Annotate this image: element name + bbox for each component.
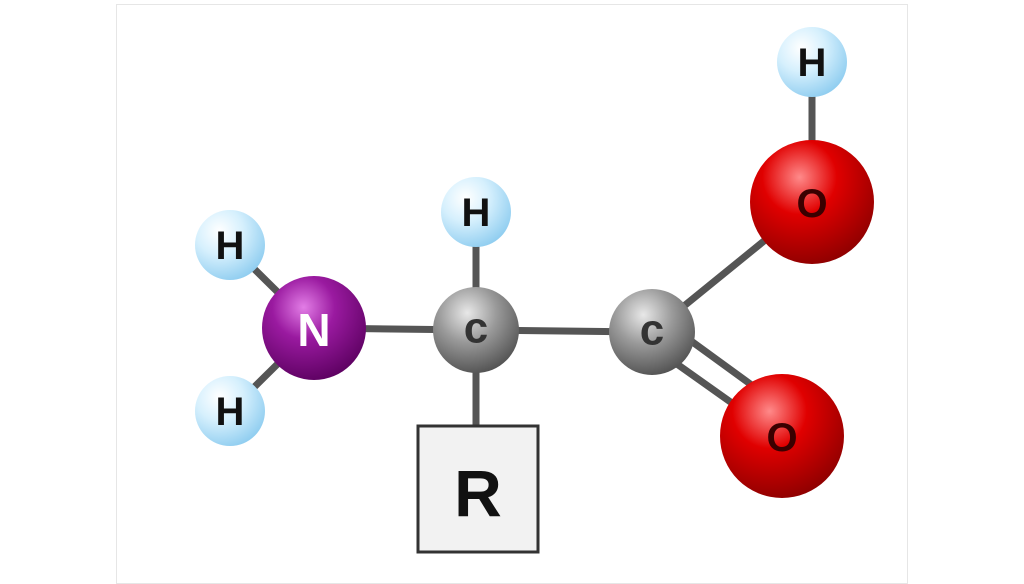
oxygen-hydroxyl-atom: O xyxy=(750,140,874,264)
carboxyl-carbon-atom: c xyxy=(609,289,695,375)
hydrogen-amine-top: H xyxy=(195,210,265,280)
oxygen-hydroxyl-label: O xyxy=(796,182,827,226)
hydrogen-amine-bottom: H xyxy=(195,376,265,446)
h-hydroxyl-label: H xyxy=(798,41,827,85)
side-chain-r: R xyxy=(416,424,540,554)
h-alpha-label: H xyxy=(462,191,491,235)
alpha-carbon-label: c xyxy=(464,304,488,353)
hydrogen-alpha: H xyxy=(441,177,511,247)
side-chain-label: R xyxy=(454,456,502,530)
hydrogen-hydroxyl: H xyxy=(777,27,847,97)
carboxyl-carbon-label: c xyxy=(640,306,664,355)
side-chain-box xyxy=(416,424,540,554)
h-amine-top-label: H xyxy=(216,224,245,268)
nitrogen-label: N xyxy=(297,304,330,356)
nitrogen-atom: N xyxy=(262,276,366,380)
oxygen-carbonyl-label: O xyxy=(766,416,797,460)
oxygen-carbonyl-atom: O xyxy=(720,374,844,498)
h-amine-bottom-label: H xyxy=(216,390,245,434)
alpha-carbon-atom: c xyxy=(433,287,519,373)
